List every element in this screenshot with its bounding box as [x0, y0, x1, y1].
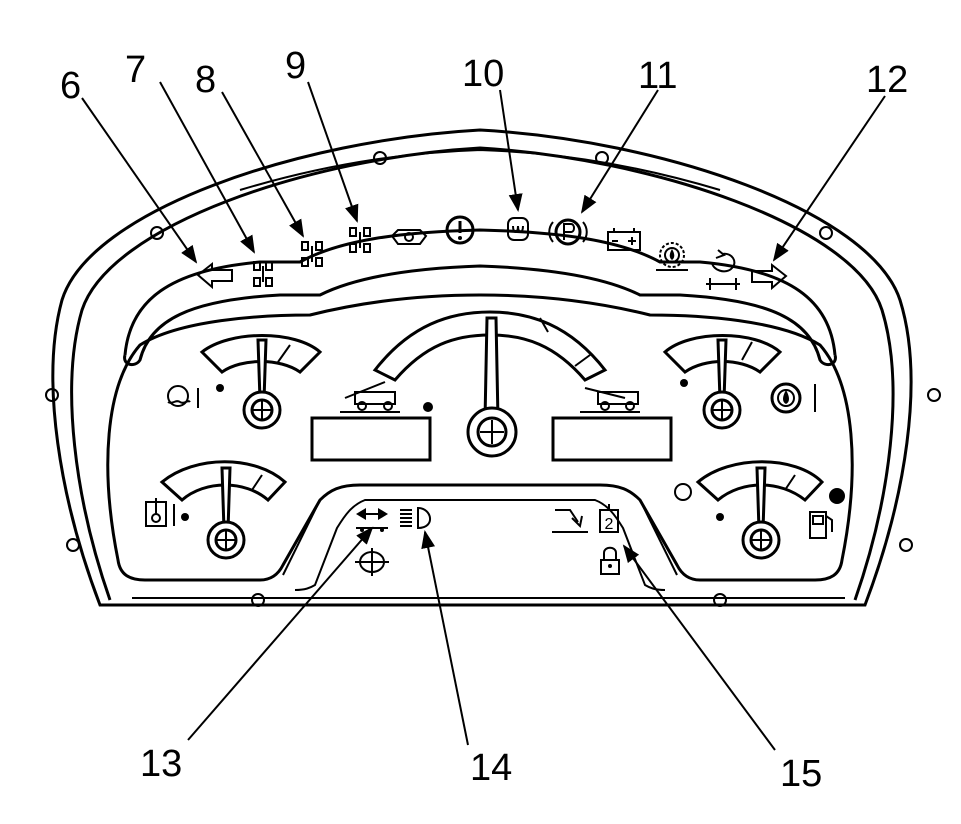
mounting-hole — [927, 388, 941, 402]
left-display-window — [310, 381, 432, 462]
boom-extension-icon — [580, 387, 640, 413]
callout-11: 11 — [638, 55, 677, 97]
callout-9: 9 — [285, 45, 306, 87]
air-filter-icon — [656, 242, 688, 271]
callout-labels: 6 7 8 9 10 11 12 13 14 15 — [60, 45, 908, 795]
high-beam-icon — [400, 506, 431, 530]
right-display-window — [551, 387, 673, 462]
mounting-hole — [713, 593, 727, 607]
main-gauge — [372, 310, 608, 458]
display-number: 2 — [605, 516, 614, 533]
callout-8: 8 — [195, 59, 216, 101]
general-warning-icon — [445, 215, 475, 245]
warning-light-band — [123, 228, 837, 367]
glow-plug-icon — [507, 217, 529, 241]
mounting-hole — [45, 388, 59, 402]
transmission-oil-temperature-icon — [770, 382, 816, 414]
engine-oil-pressure-icon — [390, 229, 428, 245]
callout-7: 7 — [125, 49, 146, 91]
gauge-panel — [106, 293, 854, 591]
mounting-hole — [899, 538, 913, 552]
lock-icon — [600, 546, 620, 575]
coolant-temperature-icon — [167, 385, 199, 408]
hydraulic-oil-gauge — [145, 460, 288, 560]
two-wheel-steer-icon — [253, 261, 273, 287]
cluster-housing — [45, 128, 941, 607]
callout-6: 6 — [60, 65, 81, 107]
callout-12: 12 — [866, 59, 908, 101]
fuel-level-icon — [809, 511, 833, 539]
left-turn-arrow-icon — [196, 261, 233, 290]
axle-icon — [355, 548, 389, 576]
callout-14: 14 — [470, 747, 512, 789]
boom-float-icon — [552, 509, 588, 533]
lower-indicator-icons: 2 — [355, 504, 620, 576]
coolant-gauge — [167, 334, 323, 430]
transmission-temp-gauge — [662, 334, 816, 430]
crab-steer-icon — [349, 227, 371, 253]
hydraulic-filter-icon — [706, 249, 740, 290]
mounting-hole — [819, 226, 833, 240]
mounting-hole — [150, 226, 164, 240]
right-turn-arrow-icon — [751, 262, 788, 291]
battery-charge-icon — [607, 228, 641, 251]
callout-15: 15 — [780, 753, 822, 795]
hydraulic-oil-temperature-icon — [145, 498, 175, 527]
callout-10: 10 — [462, 53, 504, 95]
indicator-lamp — [829, 488, 845, 504]
callout-13: 13 — [140, 743, 182, 785]
mounting-hole — [595, 151, 609, 165]
parking-brake-icon — [548, 218, 588, 246]
mounting-hole — [66, 538, 80, 552]
gauge-needle — [483, 316, 500, 422]
warning-icons-row — [196, 215, 788, 291]
auxiliary-hydraulics-icon: 2 — [599, 504, 619, 533]
four-wheel-steer-icon — [301, 241, 323, 267]
boom-angle-icon — [340, 381, 400, 413]
fuel-gauge — [674, 460, 845, 560]
mounting-hole — [373, 151, 387, 165]
mounting-hole — [251, 593, 265, 607]
callout-leaders — [81, 81, 886, 751]
indicator-lamp — [674, 483, 692, 501]
